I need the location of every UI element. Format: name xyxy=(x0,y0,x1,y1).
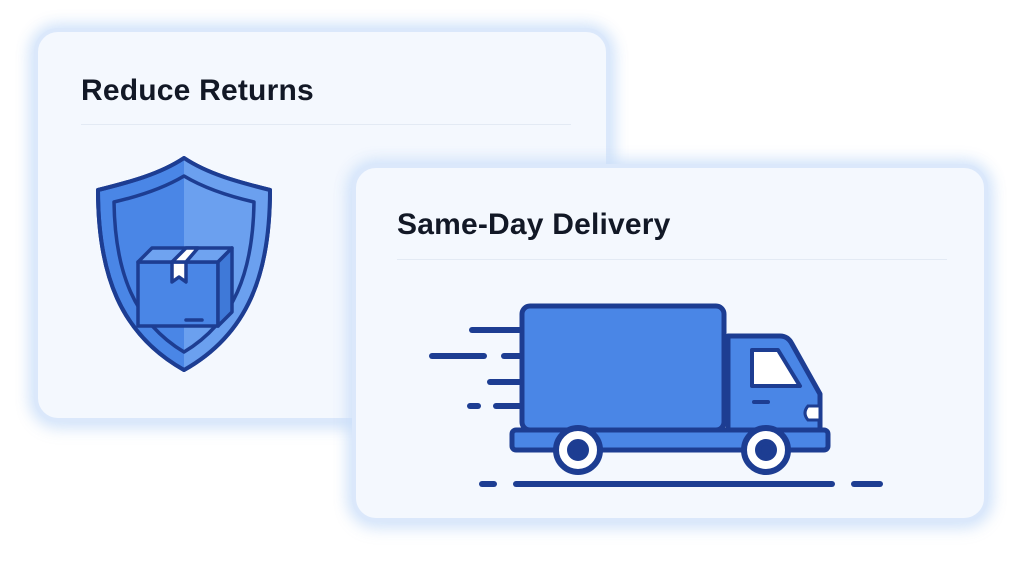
reduce-returns-divider xyxy=(81,124,571,125)
same-day-delivery-card: Same-Day Delivery xyxy=(352,164,988,522)
same-day-delivery-divider xyxy=(397,259,947,260)
shield-package-icon xyxy=(90,154,278,374)
delivery-truck-icon xyxy=(428,298,888,494)
reduce-returns-title: Reduce Returns xyxy=(81,74,314,107)
same-day-delivery-title: Same-Day Delivery xyxy=(397,208,671,241)
